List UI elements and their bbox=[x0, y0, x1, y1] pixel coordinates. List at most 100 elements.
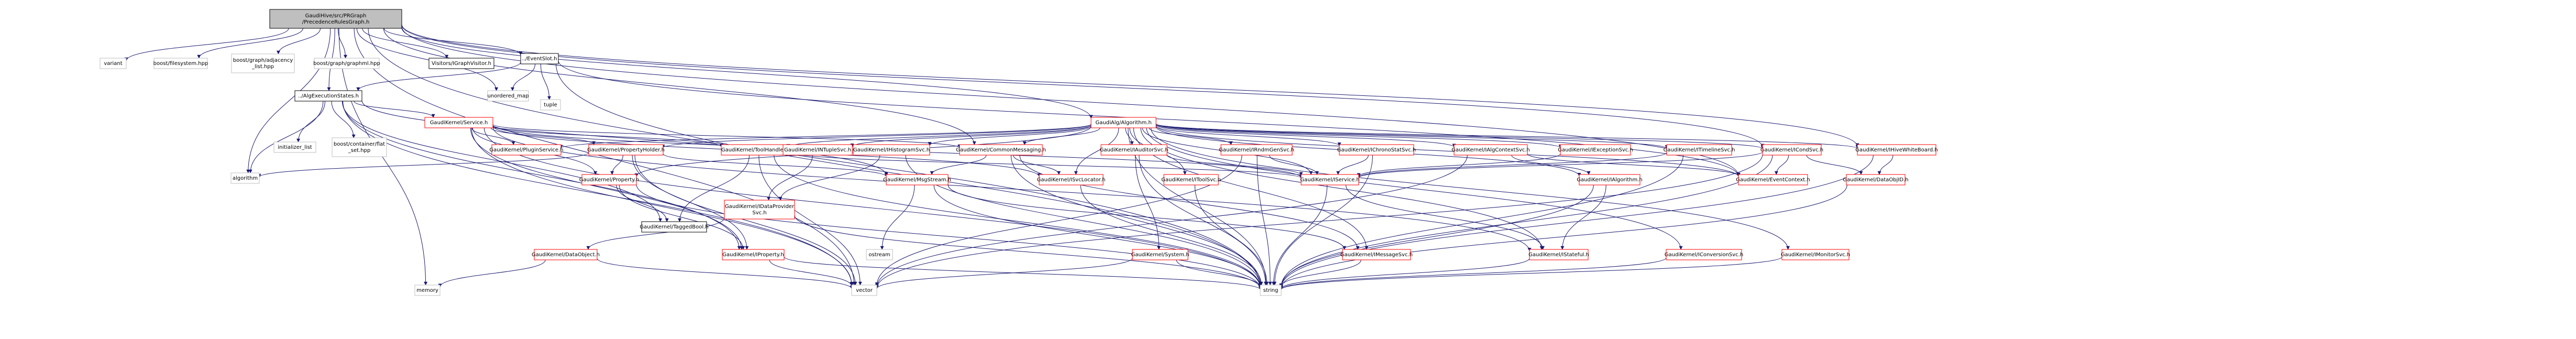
dependency-edge-imonitorsvc-to-string bbox=[1279, 256, 1782, 290]
graph-node-label: GaudiKernel/IToolSvc.h bbox=[1161, 177, 1221, 183]
graph-node-system[interactable]: GaudiKernel/System.h bbox=[1131, 249, 1190, 260]
graph-node-iauditorsvc[interactable]: GaudiKernel/IAuditorSvc.h bbox=[1100, 144, 1169, 156]
dependency-edge-commonmsg-to-imessagesvc bbox=[1019, 155, 1360, 250]
graph-node-box bbox=[491, 144, 562, 156]
dependency-edge-imsgstream-to-imessagesvc bbox=[948, 184, 1347, 250]
dependency-edge-toolhandle-to-taggedbool bbox=[677, 155, 750, 222]
dependency-edge-ihivewb-to-dataobjid bbox=[1877, 155, 1894, 175]
graph-node-iservice[interactable]: GaudiKernel/IService.h bbox=[1300, 174, 1360, 185]
graph-node-eventcontext[interactable]: GaudiKernel/EventContext.h bbox=[1736, 174, 1810, 185]
graph-node-iproperty[interactable]: GaudiKernel/IProperty.h bbox=[722, 249, 785, 260]
dependency-edge-algorithm_h-to-ichronostat bbox=[1155, 126, 1341, 147]
graph-node-ichronostat[interactable]: GaudiKernel/IChronoStatSvc.h bbox=[1337, 144, 1416, 156]
dependency-edge-algorithm_h-to-eventcontext bbox=[1155, 125, 1741, 177]
graph-node-box bbox=[414, 285, 441, 296]
graph-node-label: ../EventSlot.h bbox=[522, 56, 557, 62]
graph-node-eventslot[interactable]: ../EventSlot.h bbox=[520, 53, 559, 64]
graph-node-label: GaudiKernel/INTupleSvc.h bbox=[784, 147, 851, 153]
graph-node-ostream: ostream bbox=[866, 249, 893, 260]
graph-node-dataobjid[interactable]: GaudiKernel/DataObjID.h bbox=[1843, 174, 1909, 185]
dependency-edge-root-to-filesystem bbox=[197, 28, 303, 59]
graph-node-imsgstream[interactable]: GaudiKernel/MsgStream.h bbox=[883, 174, 951, 185]
graph-node-box bbox=[1091, 117, 1157, 128]
graph-node-intuplesvc[interactable]: GaudiKernel/INTupleSvc.h bbox=[783, 144, 853, 156]
graph-node-label: GaudiKernel/DataObject.h bbox=[532, 252, 600, 258]
graph-node-box bbox=[1846, 174, 1906, 185]
graph-node-ipluginsvc[interactable]: GaudiKernel/PluginService.h bbox=[489, 144, 564, 156]
graph-node-label: _list.hpp bbox=[251, 64, 274, 70]
graph-node-label: GaudiAlg/Algorithm.h bbox=[1095, 120, 1151, 126]
graph-node-box bbox=[886, 174, 949, 185]
graph-node-root[interactable]: GaudiHive/src/PRGraph/PrecedenceRulesGra… bbox=[269, 9, 402, 29]
graph-node-box bbox=[424, 117, 493, 128]
graph-node-box bbox=[1529, 249, 1589, 260]
graph-node-label: GaudiKernel/IHiveWhiteBoard.h bbox=[1855, 147, 1937, 153]
graph-node-box bbox=[100, 58, 127, 69]
graph-node-box bbox=[487, 90, 529, 102]
graph-node-service[interactable]: GaudiKernel/Service.h bbox=[424, 117, 493, 128]
dependency-edge-service-to-iproperty bbox=[470, 127, 744, 250]
graph-node-flatset: boost/container/flat_set.hpp bbox=[332, 137, 387, 157]
graph-node-icondsvc[interactable]: GaudiKernel/ICondSvc.h bbox=[1760, 144, 1823, 156]
dependency-edge-itimeline-to-string bbox=[1279, 155, 1683, 288]
graph-node-label: GaudiKernel/PluginService.h bbox=[489, 147, 563, 153]
graph-node-label: GaudiKernel/IService.h bbox=[1300, 177, 1360, 183]
graph-node-label: variant bbox=[104, 61, 122, 67]
dependency-edge-ialgorithm-to-string bbox=[1279, 184, 1594, 288]
graph-node-algexec[interactable]: ../AlgExecutionStates.h bbox=[294, 90, 362, 102]
graph-node-label: GaudiKernel/ToolHandle.h bbox=[721, 147, 788, 153]
graph-node-label: GaudiKernel/MsgStream.h bbox=[883, 177, 951, 183]
graph-node-imessagesvc[interactable]: GaudiKernel/IMessageSvc.h bbox=[1340, 249, 1413, 260]
graph-node-commonmsg[interactable]: GaudiKernel/CommonMessaging.h bbox=[956, 144, 1046, 156]
dependency-edge-algorithm_h-to-ipluginsvc bbox=[559, 124, 1092, 149]
graph-node-toolhandle[interactable]: GaudiKernel/ToolHandle.h bbox=[721, 144, 789, 156]
graph-node-visitors[interactable]: Visitors/IGraphVisitor.h bbox=[428, 58, 494, 69]
graph-node-algorithm_h[interactable]: GaudiAlg/Algorithm.h bbox=[1091, 117, 1157, 128]
dependency-edge-irndmgensvc-to-iservice bbox=[1269, 155, 1319, 175]
graph-node-ihistosvc[interactable]: GaudiKernel/IHistogramSvc.h bbox=[853, 144, 930, 156]
graph-node-isvclocator[interactable]: GaudiKernel/ISvcLocator.h bbox=[1037, 174, 1106, 185]
dependency-edge-isvclocator-to-string bbox=[1080, 184, 1263, 286]
dependency-edge-ichronostat-to-string bbox=[1273, 155, 1373, 286]
graph-node-box bbox=[1857, 144, 1936, 156]
graph-node-box bbox=[314, 58, 380, 69]
graph-node-label: GaudiKernel/PropertyHolder.h bbox=[587, 147, 665, 153]
dependency-edge-root-to-vector bbox=[354, 28, 856, 286]
graph-node-ialgorithm[interactable]: GaudiKernel/IAlgorithm.h bbox=[1577, 174, 1643, 185]
graph-node-label: tuple bbox=[544, 102, 557, 108]
dependency-edge-root-to-variant bbox=[124, 28, 289, 61]
graph-node-filesystem: boost/filesystem.hpp bbox=[153, 58, 208, 69]
graph-node-taggedbool[interactable]: GaudiKernel/TaggedBool.h bbox=[640, 221, 709, 233]
graph-node-label: boost/filesystem.hpp bbox=[153, 61, 208, 67]
dependency-edge-root-to-commonmsg bbox=[383, 28, 976, 145]
graph-node-label: GaudiKernel/IMonitorSvc.h bbox=[1781, 252, 1850, 258]
dependency-edge-idataprov-to-dataobject bbox=[586, 217, 725, 250]
dependency-edge-algexec-to-iproperty bbox=[342, 101, 741, 250]
graph-node-imonitorsvc[interactable]: GaudiKernel/IMonitorSvc.h bbox=[1781, 249, 1850, 260]
graph-node-dataobject[interactable]: GaudiKernel/DataObject.h bbox=[532, 249, 600, 260]
dependency-edge-propholder-to-algorithm bbox=[257, 152, 589, 178]
dependency-edge-eventslot-to-unordered_map bbox=[510, 63, 536, 91]
graph-node-ialgcontext[interactable]: GaudiKernel/IAlgContextSvc.h bbox=[1451, 144, 1530, 156]
dependency-edge-algorithm_h-to-ihivewb bbox=[1155, 123, 1859, 149]
graph-node-itimeline[interactable]: GaudiKernel/ITimelineSvc.h bbox=[1664, 144, 1735, 156]
graph-node-itoolsvc[interactable]: GaudiKernel/IToolSvc.h bbox=[1161, 174, 1221, 185]
dependency-edge-icondsvc-to-dataobjid bbox=[1806, 155, 1863, 175]
graph-node-iconversion[interactable]: GaudiKernel/IConversionSvc.h bbox=[1665, 249, 1743, 260]
graph-node-istateful[interactable]: GaudiKernel/IStateful.h bbox=[1528, 249, 1589, 260]
graph-node-property[interactable]: GaudiKernel/Property.h bbox=[579, 174, 640, 185]
graph-node-label: GaudiKernel/IHistogramSvc.h bbox=[853, 147, 930, 153]
graph-node-ihivewb[interactable]: GaudiKernel/IHiveWhiteBoard.h bbox=[1855, 144, 1938, 156]
dependency-edge-imsgstream-to-string bbox=[933, 184, 1262, 288]
graph-node-vector: vector bbox=[851, 285, 877, 296]
graph-node-irndmgensvc[interactable]: GaudiKernel/IRndmGenSvc.h bbox=[1219, 144, 1294, 156]
dependency-edge-ialgorithm-to-istateful bbox=[1560, 184, 1606, 250]
dependency-edge-algorithm_h-to-intuplesvc bbox=[850, 125, 1092, 147]
dependency-edge-iproperty-to-string bbox=[784, 256, 1262, 290]
graph-node-iexception[interactable]: GaudiKernel/IExceptionSvc.h bbox=[1558, 144, 1633, 156]
dependency-edge-propholder-to-property bbox=[610, 155, 623, 175]
graph-node-label: GaudiHive/src/PRGraph bbox=[305, 13, 367, 19]
dependency-edge-property-to-string bbox=[636, 184, 1262, 289]
graph-node-propholder[interactable]: GaudiKernel/PropertyHolder.h bbox=[587, 144, 665, 156]
